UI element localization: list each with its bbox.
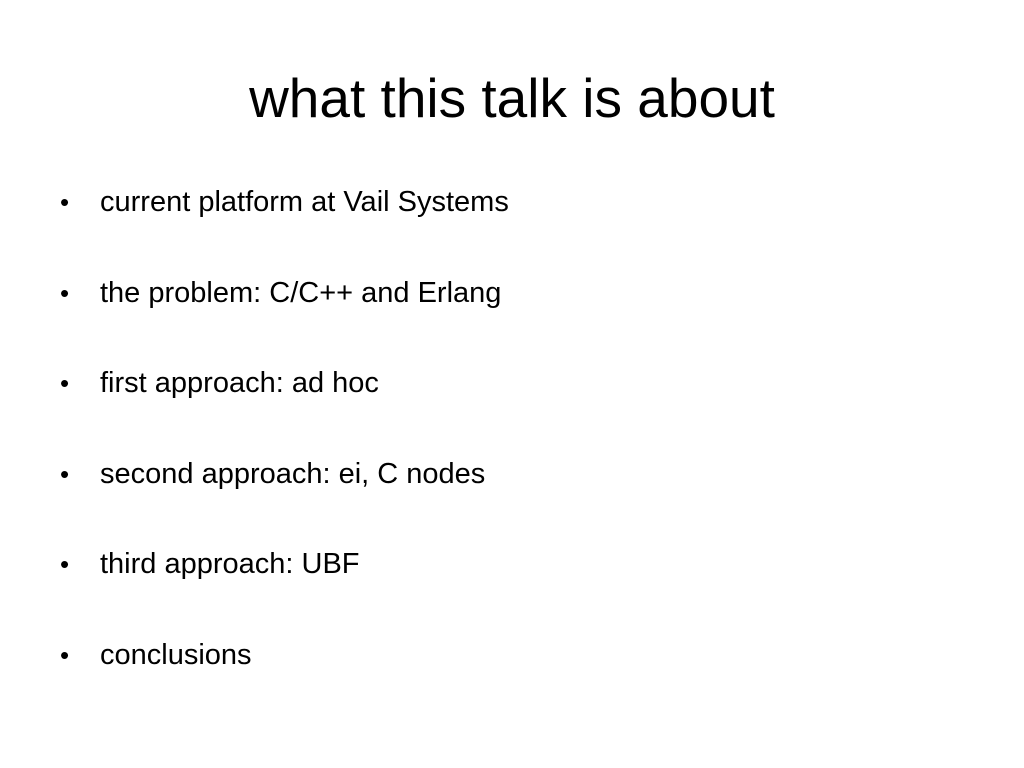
bullet-text: second approach: ei, C nodes <box>100 457 486 490</box>
bullet-text: current platform at Vail Systems <box>100 186 509 218</box>
bullet-item: • current platform at Vail Systems <box>60 180 509 271</box>
bullet-icon: • <box>60 639 70 670</box>
bullet-text: conclusions <box>100 638 252 671</box>
bullet-item: • the problem: C/C++ and Erlang <box>60 271 509 362</box>
bullet-list: • current platform at Vail Systems • the… <box>60 180 509 723</box>
bullet-item: • conclusions <box>60 633 509 724</box>
bullet-text: third approach: UBF <box>100 548 360 580</box>
bullet-item: • first approach: ad hoc <box>60 361 509 452</box>
bullet-item: • second approach: ei, C nodes <box>60 452 509 543</box>
bullet-icon: • <box>60 458 70 489</box>
bullet-icon: • <box>60 368 70 398</box>
bullet-icon: • <box>60 277 70 308</box>
bullet-text: the problem: C/C++ and Erlang <box>100 276 502 309</box>
bullet-icon: • <box>60 549 70 579</box>
bullet-icon: • <box>60 187 70 217</box>
bullet-text: first approach: ad hoc <box>100 367 379 399</box>
bullet-item: • third approach: UBF <box>60 542 509 633</box>
slide-title: what this talk is about <box>249 67 775 129</box>
